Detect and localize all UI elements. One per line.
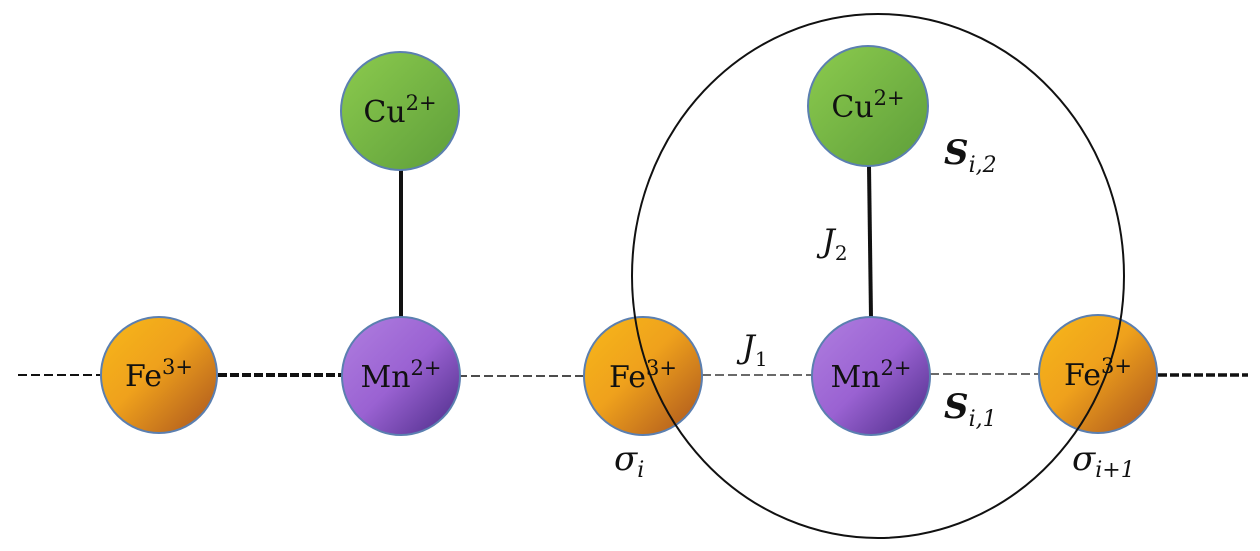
label-j2: J2 <box>816 222 848 265</box>
fe-mid-symbol: Fe <box>609 360 646 395</box>
mn-atom-right: Mn2+ <box>811 316 931 436</box>
cu-right-charge: 2+ <box>874 86 905 110</box>
label-s-i1: Si,1 <box>944 387 997 432</box>
mn-right-symbol: Mn <box>830 360 880 395</box>
svg-text:Mn2+: Mn2+ <box>830 356 911 395</box>
fe-atom-right: Fe3+ <box>1038 314 1158 434</box>
label-j1: J1 <box>736 328 768 371</box>
fe-atom-mid: Fe3+ <box>583 316 703 436</box>
mn-left-charge: 2+ <box>411 356 442 380</box>
mn-atom-left: Mn2+ <box>341 316 461 436</box>
svg-text:Fe3+: Fe3+ <box>125 355 193 394</box>
fe-right-symbol: Fe <box>1064 358 1101 393</box>
fe-atom-left: Fe3+ <box>100 316 218 434</box>
label-s-i2: Si,2 <box>944 133 997 178</box>
cu-left-symbol: Cu <box>363 95 405 130</box>
cu-atom-right: Cu2+ <box>807 45 929 167</box>
cu-atom-left: Cu2+ <box>340 51 460 171</box>
fe-left-charge: 3+ <box>162 355 193 379</box>
svg-text:Mn2+: Mn2+ <box>360 356 441 395</box>
cu-right-symbol: Cu <box>831 90 873 125</box>
mn-right-charge: 2+ <box>881 356 912 380</box>
svg-text:Fe3+: Fe3+ <box>609 356 677 395</box>
label-sigma-i: σi <box>614 439 644 483</box>
svg-text:Cu2+: Cu2+ <box>363 91 436 130</box>
bond-j2 <box>867 165 873 319</box>
fe-left-symbol: Fe <box>125 359 162 394</box>
svg-text:Cu2+: Cu2+ <box>831 86 904 125</box>
unit-cell-ellipse <box>631 13 1125 539</box>
svg-text:Fe3+: Fe3+ <box>1064 354 1132 393</box>
cu-left-charge: 2+ <box>406 91 437 115</box>
mn-left-symbol: Mn <box>360 360 410 395</box>
label-sigma-i-plus-1: σi+1 <box>1072 439 1135 483</box>
